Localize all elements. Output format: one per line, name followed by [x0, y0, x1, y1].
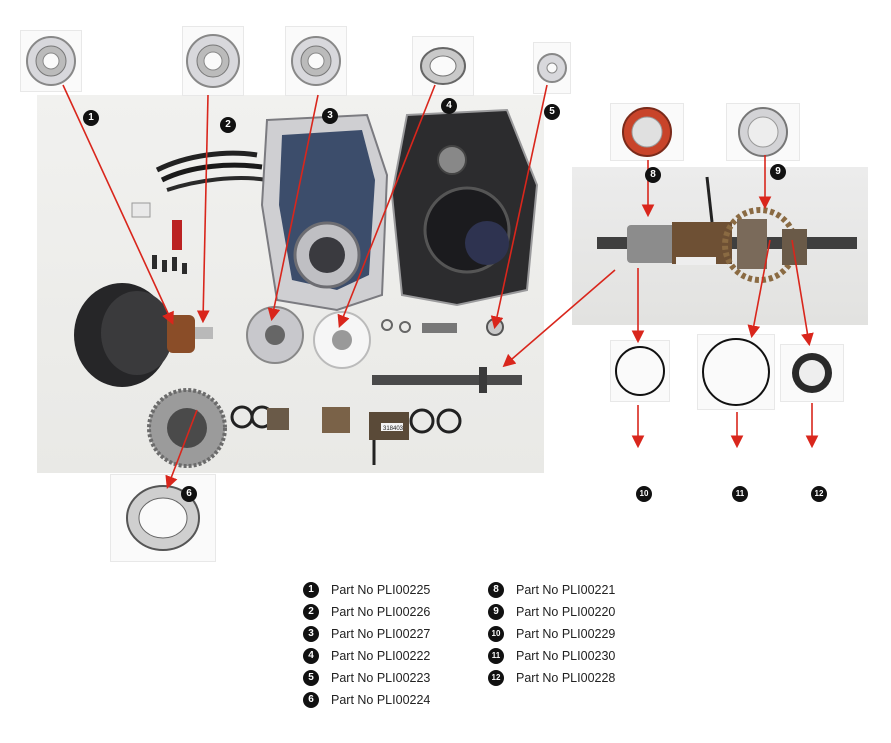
legend-part-number: Part No PLI00227: [331, 627, 431, 641]
legend-item: 6 Part No PLI00224: [303, 691, 430, 709]
callout-badge-6: 6: [181, 486, 197, 502]
thumb-seal-12: [780, 344, 844, 402]
thumb-bearing-5: [533, 42, 571, 94]
shaft-illustration: [597, 176, 857, 283]
legend-badge: 10: [488, 626, 504, 642]
legend-part-number: Part No PLI00225: [331, 583, 431, 597]
callout-badge-5: 5: [544, 104, 560, 120]
callout-badge-8: 8: [645, 167, 661, 183]
legend-badge: 6: [303, 692, 319, 708]
legend-badge: 11: [488, 648, 504, 664]
callout-badge-2: 2: [220, 117, 236, 133]
thumb-seal-bearing-8: [610, 103, 684, 161]
legend-part-number: Part No PLI00222: [331, 649, 431, 663]
legend-badge: 8: [488, 582, 504, 598]
legend-item: 1 Part No PLI00225: [303, 581, 430, 599]
legend-badge: 1: [303, 582, 319, 598]
legend-badge: 9: [488, 604, 504, 620]
legend-item: 10 Part No PLI00229: [488, 625, 615, 643]
shaft-assembly-photo: [572, 167, 868, 325]
legend-part-number: Part No PLI00229: [516, 627, 616, 641]
legend-part-number: Part No PLI00230: [516, 649, 616, 663]
callout-badge-10: 10: [636, 486, 652, 502]
thumb-needle-bearing-4: [412, 36, 474, 96]
legend-part-number: Part No PLI00228: [516, 671, 616, 685]
legend-item: 2 Part No PLI00226: [303, 603, 430, 621]
legend-badge: 4: [303, 648, 319, 664]
legend-item: 8 Part No PLI00221: [488, 581, 615, 599]
legend-item: 11 Part No PLI00230: [488, 647, 615, 665]
callout-badge-4: 4: [441, 98, 457, 114]
legend-item: 12 Part No PLI00228: [488, 669, 615, 687]
legend-badge: 2: [303, 604, 319, 620]
legend-part-number: Part No PLI00224: [331, 693, 431, 707]
legend-part-number: Part No PLI00220: [516, 605, 616, 619]
legend-item: 9 Part No PLI00220: [488, 603, 615, 621]
thumb-bearing-9: [726, 103, 800, 161]
shaft-part-label: 318403: [383, 426, 404, 432]
legend-item: 4 Part No PLI00222: [303, 647, 430, 665]
legend-part-number: Part No PLI00226: [331, 605, 431, 619]
legend-badge: 12: [488, 670, 504, 686]
callout-badge-12: 12: [811, 486, 827, 502]
callout-badge-11: 11: [732, 486, 748, 502]
callout-badge-9: 9: [770, 164, 786, 180]
thumb-needle-bearing-6: [110, 474, 216, 562]
thumb-oring-11: [697, 334, 775, 410]
legend-badge: 3: [303, 626, 319, 642]
legend-badge: 5: [303, 670, 319, 686]
callout-badge-3: 3: [322, 108, 338, 124]
thumb-bearing-3: [285, 26, 347, 96]
legend-item: 3 Part No PLI00227: [303, 625, 430, 643]
callout-badge-1: 1: [83, 110, 99, 126]
legend-part-number: Part No PLI00221: [516, 583, 616, 597]
thumb-bearing-1: [20, 30, 82, 92]
thumb-bearing-2: [182, 26, 244, 96]
legend-item: 5 Part No PLI00223: [303, 669, 430, 687]
legend-part-number: Part No PLI00223: [331, 671, 431, 685]
